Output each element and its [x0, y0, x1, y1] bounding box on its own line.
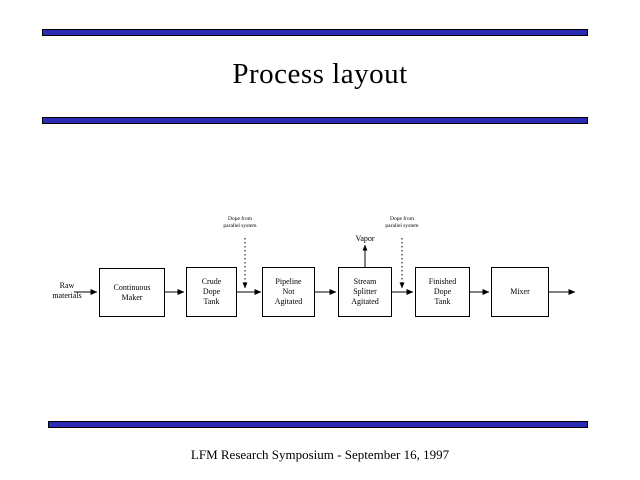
process-box-mixer[interactable]: Mixer	[491, 267, 549, 317]
raw-materials-label: Raw materials	[40, 281, 94, 301]
page-title: Process layout	[232, 58, 408, 90]
continuous-maker-line2: Maker	[121, 292, 143, 302]
annotation-right-line1: Dope from	[390, 216, 414, 222]
stream-splitter-line3: Agitated	[351, 297, 379, 306]
pipeline-line2: Not	[282, 287, 295, 296]
finished-dope-tank-line1: Finished	[428, 277, 457, 286]
decorative-rule-top	[42, 29, 588, 36]
pipeline-line3: Agitated	[274, 297, 303, 306]
vapor-label: Vapor	[345, 234, 385, 244]
annotation-left-line2: parallel system	[223, 223, 257, 229]
annotation-right-line2: parallel system	[385, 223, 419, 229]
finished-dope-tank-line3: Tank	[434, 297, 451, 306]
process-box-continuous-maker[interactable]: Continuous Maker	[99, 268, 165, 317]
raw-materials-line1: Raw	[59, 281, 75, 290]
decorative-rule-under-title	[42, 117, 588, 124]
crude-dope-tank-line3: Tank	[203, 297, 220, 306]
slide-footer: LFM Research Symposium - September 16, 1…	[190, 447, 450, 462]
raw-materials-line2: materials	[52, 291, 82, 300]
process-box-crude-dope-tank[interactable]: Crude Dope Tank	[186, 267, 237, 317]
pipeline-line1: Pipeline	[275, 277, 302, 286]
annotation-left-line1: Dope from	[228, 216, 252, 222]
continuous-maker-line1: Continuous	[113, 282, 151, 292]
process-box-finished-dope-tank[interactable]: Finished Dope Tank	[415, 267, 470, 317]
finished-dope-tank-line2: Dope	[433, 287, 452, 296]
process-box-pipeline-not-agitated[interactable]: Pipeline Not Agitated	[262, 267, 315, 317]
crude-dope-tank-line2: Dope	[202, 287, 221, 296]
stream-splitter-line1: Stream	[353, 277, 377, 286]
decorative-rule-bottom	[48, 421, 588, 428]
annotation-dope-from-parallel-system-left: Dope from parallel system	[197, 216, 283, 230]
crude-dope-tank-line1: Crude	[201, 277, 222, 286]
vapor-label-text: Vapor	[355, 234, 375, 243]
process-box-stream-splitter-agitated[interactable]: Stream Splitter Agitated	[338, 267, 392, 317]
stream-splitter-line2: Splitter	[353, 287, 377, 296]
annotation-dope-from-parallel-system-right: Dope from parallel system	[359, 216, 445, 230]
mixer-line1: Mixer	[510, 287, 530, 296]
